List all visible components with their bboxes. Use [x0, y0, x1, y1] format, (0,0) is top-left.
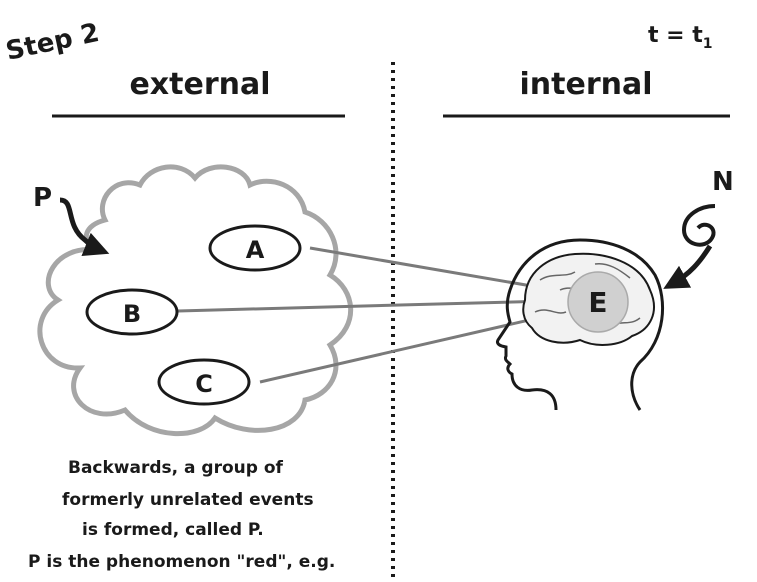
- caption-line-4: P is the phenomenon "red", e.g.: [28, 552, 336, 572]
- caption-line-2: formerly unrelated events: [62, 490, 314, 510]
- caption-line-1: Backwards, a group of: [68, 458, 283, 478]
- time-label: t = t1: [648, 23, 713, 52]
- brain-highlight: [567, 271, 629, 333]
- cloud-outline: [37, 164, 354, 437]
- event-c: C: [157, 358, 251, 406]
- internal-heading: internal: [519, 67, 652, 102]
- head-outline: [496, 238, 665, 411]
- group-label-p: P: [33, 183, 52, 213]
- event-a: A: [208, 224, 302, 272]
- swirl-icon: [681, 204, 716, 247]
- event-c-label: C: [195, 370, 213, 398]
- step-label: Step 2: [3, 18, 102, 67]
- event-a-label: A: [246, 236, 265, 264]
- brain-label-e: E: [588, 286, 607, 319]
- influence-label-n: N: [712, 167, 734, 197]
- event-b-label: B: [123, 300, 141, 328]
- event-b: B: [85, 288, 179, 336]
- external-heading: external: [129, 67, 270, 102]
- link-line-b: [177, 298, 589, 313]
- n-arrow: [663, 244, 713, 289]
- caption-line-3: is formed, called P.: [82, 520, 264, 540]
- p-arrow: [59, 197, 110, 257]
- brain: E: [522, 252, 655, 346]
